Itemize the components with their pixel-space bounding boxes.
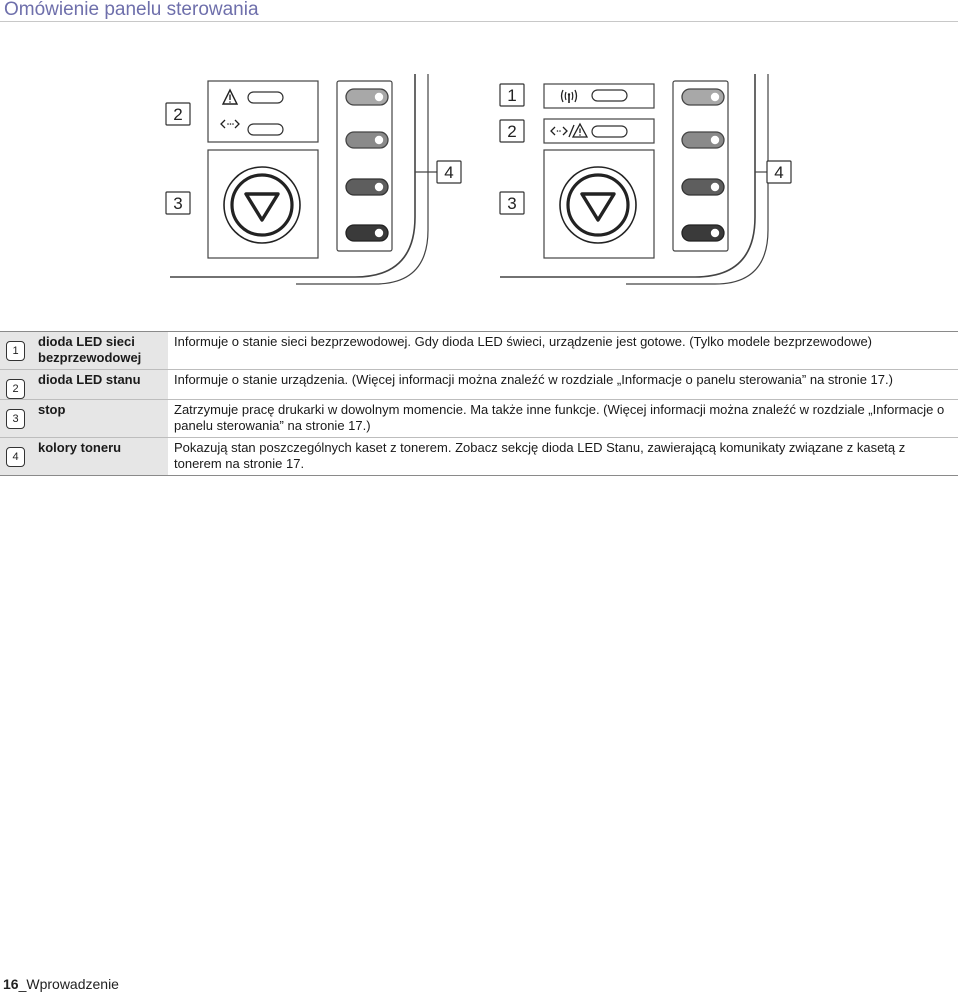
row-term: kolory toneru [36,437,168,476]
toner-led-yellow [345,224,389,242]
left-panel-outline-inner [296,74,429,285]
page-number: 16 [3,976,19,992]
table-row: 4 kolory toneru Pokazują stan poszczegól… [0,437,958,476]
row-number: 2 [6,379,25,399]
toner-led-black [681,88,725,106]
warning-icon [221,88,239,105]
page-title: Omówienie panelu sterowania [4,0,259,20]
row-number-cell: 2 [0,369,36,400]
network-warning-icon [550,122,589,138]
right-panel-outline [500,74,756,278]
callout-box [499,83,525,107]
callout-label: 3 [173,194,182,213]
callout-box [165,191,191,215]
callout-label: 1 [507,86,516,105]
page-footer: 16_Wprowadzenie [3,976,119,992]
title-divider [0,21,958,22]
row-description: Informuje o stanie urządzenia. (Więcej i… [174,372,893,387]
row-description: Pokazują stan poszczególnych kaset z ton… [174,440,906,471]
callout-box [165,102,191,126]
callout-label: 3 [507,194,516,213]
callout-box [766,160,792,184]
status-led-indicator [247,91,284,104]
toner-panel [672,80,729,252]
row-number-cell: 1 [0,331,36,370]
left-panel: 2 3 [165,74,462,285]
network-icon [220,119,240,129]
row-term: dioda LED stanu [36,369,168,400]
row-number: 4 [6,447,25,467]
footer-section: _Wprowadzenie [18,976,119,992]
table-row: 1 dioda LED sieci bezprzewodowej Informu… [0,331,958,370]
right-panel-outline-inner [626,74,769,285]
wireless-icon [560,89,578,103]
network-led-indicator [247,123,284,136]
row-description: Informuje o stanie sieci bezprzewodowej.… [174,334,873,349]
callout-label: 2 [173,105,182,124]
callout-box [499,191,525,215]
row-number-cell: 4 [0,437,36,476]
toner-led-cyan [681,131,725,149]
row-number: 1 [6,341,25,361]
toner-led-magenta [681,178,725,196]
row-term: dioda LED sieci bezprzewodowej [36,331,168,370]
toner-led-black [345,88,389,106]
right-panel: 1 2 3 [499,74,792,285]
callout-label: 2 [507,122,516,141]
control-panel-diagram: 2 3 [165,74,792,285]
control-panel-table: 1 dioda LED sieci bezprzewodowej Informu… [0,331,958,476]
left-panel-outline [170,74,416,278]
callout-label: 4 [444,163,453,182]
toner-panel [336,80,393,252]
callout-box [499,119,525,143]
table-row: 2 dioda LED stanu Informuje o stanie urz… [0,369,958,400]
wireless-led-indicator [591,89,628,102]
status-led-indicator [591,125,628,138]
callout-box [436,160,462,184]
stop-icon [223,166,301,244]
callout-label: 4 [774,163,783,182]
row-term: stop [36,399,168,438]
row-number-cell: 3 [0,399,36,438]
table-row: 3 stop Zatrzymuje pracę drukarki w dowol… [0,399,958,438]
toner-led-cyan [345,131,389,149]
row-number: 3 [6,409,25,429]
toner-led-yellow [681,224,725,242]
stop-icon [559,166,637,244]
row-description: Zatrzymuje pracę drukarki w dowolnym mom… [174,402,945,433]
toner-led-magenta [345,178,389,196]
